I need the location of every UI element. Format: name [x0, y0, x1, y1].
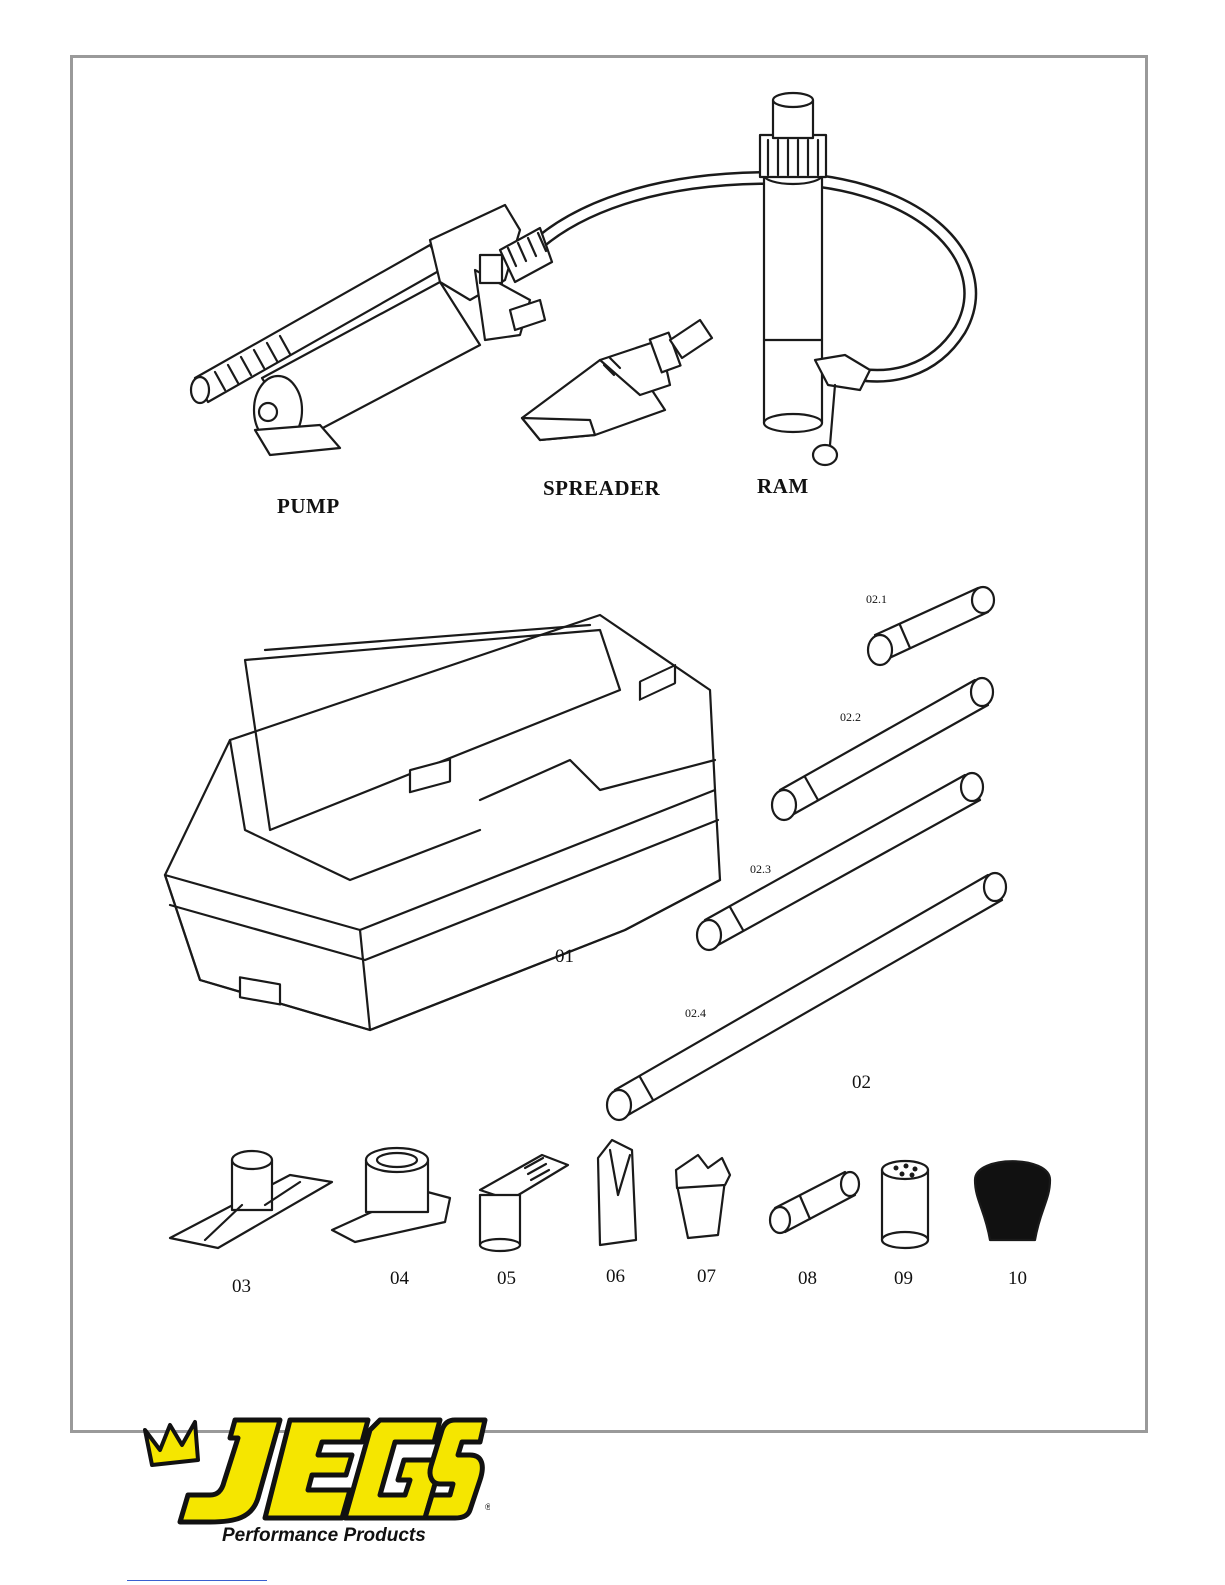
- crown-icon: [145, 1422, 198, 1465]
- label-tube-02-3: 02.3: [750, 862, 771, 877]
- label-tube-02-1: 02.1: [866, 592, 887, 607]
- ram-illustration: [760, 93, 870, 465]
- label-part-07: 07: [697, 1266, 716, 1288]
- attachment-06-chisel: [598, 1140, 636, 1245]
- label-part-10: 10: [1008, 1268, 1027, 1290]
- label-ram: RAM: [757, 474, 809, 499]
- logo-lettering: [180, 1420, 485, 1522]
- label-part-08: 08: [798, 1268, 817, 1290]
- attachment-07-v-head: [676, 1155, 730, 1238]
- carrying-case-illustration: [165, 615, 720, 1030]
- attachment-09-serrated-head: [882, 1161, 928, 1248]
- label-spreader: SPREADER: [543, 476, 660, 501]
- attachment-10-rubber-head: [975, 1161, 1050, 1240]
- label-part-04: 04: [390, 1268, 409, 1290]
- label-part-06: 06: [606, 1266, 625, 1288]
- label-part-09: 09: [894, 1268, 913, 1290]
- label-tube-02-2: 02.2: [840, 710, 861, 725]
- label-case-01: 01: [555, 946, 574, 968]
- label-pump: PUMP: [277, 494, 340, 519]
- label-part-05: 05: [497, 1268, 516, 1290]
- attachment-08-coupler: [770, 1172, 859, 1233]
- attachment-05-flat-head: [480, 1155, 568, 1251]
- attachment-03-base-plate: [170, 1151, 332, 1248]
- attachment-04-wedge-head: [332, 1148, 450, 1242]
- brand-tagline: Performance Products: [222, 1525, 426, 1547]
- svg-text:®: ®: [485, 1502, 490, 1512]
- pump-illustration: [191, 205, 552, 455]
- footer-link-underline: [127, 1580, 267, 1581]
- label-tube-02-4: 02.4: [685, 1006, 706, 1021]
- label-tubes-02: 02: [852, 1072, 871, 1094]
- extension-tube-02-4: [607, 873, 1006, 1120]
- spreader-illustration: [522, 320, 712, 440]
- label-part-03: 03: [232, 1276, 251, 1298]
